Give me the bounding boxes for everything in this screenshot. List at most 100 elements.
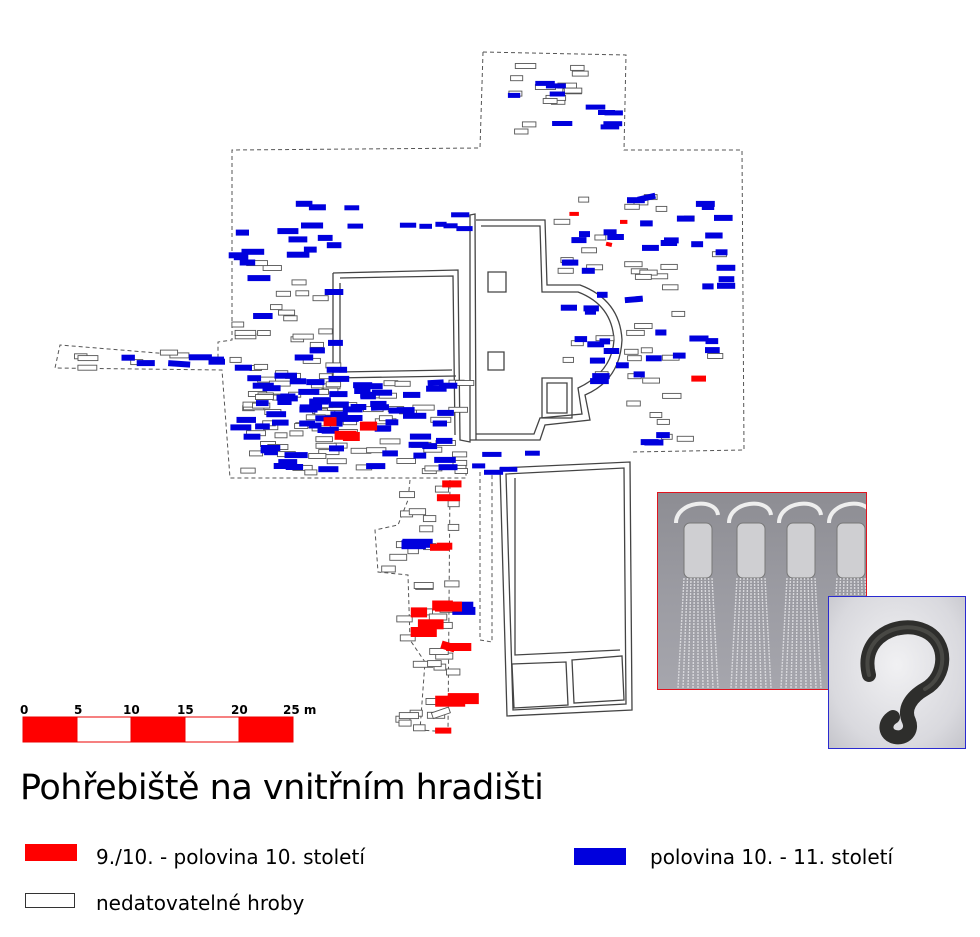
undated-grave: [707, 353, 724, 359]
late-grave: [717, 282, 736, 289]
early-grave: [410, 627, 437, 637]
late-grave: [256, 400, 269, 407]
late-grave: [262, 385, 281, 392]
undated-grave: [656, 418, 670, 425]
undated-grave: [581, 247, 597, 254]
late-grave: [640, 220, 653, 227]
undated-grave: [289, 430, 304, 437]
late-grave: [585, 104, 606, 110]
late-grave: [600, 124, 620, 130]
late-grave: [714, 214, 733, 221]
late-grave: [642, 244, 659, 251]
late-grave: [328, 339, 343, 346]
early-grave: [430, 543, 450, 551]
undated-grave: [634, 273, 652, 280]
late-grave: [385, 419, 399, 426]
late-grave: [253, 313, 273, 319]
undated-grave: [428, 613, 448, 621]
late-grave: [366, 463, 386, 470]
undated-grave: [594, 234, 607, 241]
late-grave: [563, 259, 579, 266]
late-grave: [399, 222, 417, 228]
late-grave: [590, 378, 609, 385]
late-grave: [437, 409, 454, 416]
iron-s-shaped-ring-photo: [828, 596, 966, 749]
late-grave: [277, 228, 299, 235]
scale-label-25: 25 m: [283, 703, 317, 717]
undated-grave: [570, 64, 585, 71]
late-grave: [443, 223, 458, 229]
undated-grave: [422, 515, 437, 523]
late-grave: [403, 412, 427, 419]
undated-grave: [626, 400, 641, 407]
undated-grave: [446, 668, 461, 676]
late-grave: [589, 357, 605, 364]
late-grave: [286, 251, 310, 258]
late-grave: [326, 242, 342, 249]
undated-grave: [542, 98, 558, 104]
late-grave: [376, 425, 392, 432]
late-grave: [303, 246, 317, 253]
undated-grave: [642, 377, 660, 384]
undated-grave: [275, 290, 291, 297]
late-grave: [603, 229, 617, 236]
late-grave: [388, 407, 405, 414]
late-grave: [299, 420, 315, 427]
late-grave: [604, 110, 623, 116]
undated-grave: [553, 218, 571, 225]
undated-grave: [578, 196, 590, 203]
undated-grave: [413, 582, 434, 589]
undated-grave: [278, 309, 296, 316]
undated-grave: [452, 451, 468, 458]
undated-grave: [444, 580, 460, 588]
late-grave: [289, 378, 307, 385]
late-grave: [317, 234, 333, 241]
early-grave: [435, 695, 466, 707]
late-grave: [705, 338, 719, 345]
late-grave: [347, 223, 364, 229]
undated-grave: [396, 458, 416, 464]
late-grave: [326, 366, 348, 373]
undated-grave: [398, 719, 412, 727]
late-grave: [313, 397, 331, 404]
late-grave: [436, 437, 453, 444]
late-grave: [233, 254, 249, 261]
early-grave: [410, 607, 428, 618]
late-grave: [676, 215, 695, 222]
late-grave: [574, 336, 588, 343]
undated-grave: [640, 347, 653, 354]
undated-grave: [655, 205, 668, 212]
late-grave: [308, 422, 322, 429]
legend-swatch-late: [574, 848, 626, 865]
late-grave: [422, 443, 438, 450]
undated-grave: [434, 485, 449, 493]
late-grave: [235, 229, 249, 236]
late-grave: [691, 241, 704, 248]
undated-grave: [394, 380, 411, 387]
late-grave: [603, 348, 620, 354]
early-grave: [446, 643, 472, 651]
late-grave: [597, 291, 608, 298]
undated-grave: [563, 87, 583, 94]
late-grave: [701, 204, 715, 210]
late-grave: [403, 391, 421, 398]
late-grave: [294, 354, 314, 361]
undated-grave: [413, 724, 426, 732]
late-grave: [402, 538, 433, 548]
late-grave: [409, 433, 432, 440]
late-grave: [456, 226, 473, 232]
late-grave: [408, 441, 429, 448]
late-grave: [579, 231, 590, 238]
undated-grave: [318, 449, 340, 456]
early-grave: [691, 375, 706, 382]
undated-grave: [262, 265, 282, 271]
late-grave: [552, 121, 573, 126]
late-grave: [301, 222, 324, 229]
late-grave: [382, 450, 398, 457]
undated-grave: [77, 364, 98, 371]
late-grave: [438, 464, 458, 471]
late-grave: [188, 354, 212, 361]
late-grave: [656, 432, 670, 439]
undated-grave: [274, 432, 288, 439]
late-grave: [545, 83, 566, 89]
